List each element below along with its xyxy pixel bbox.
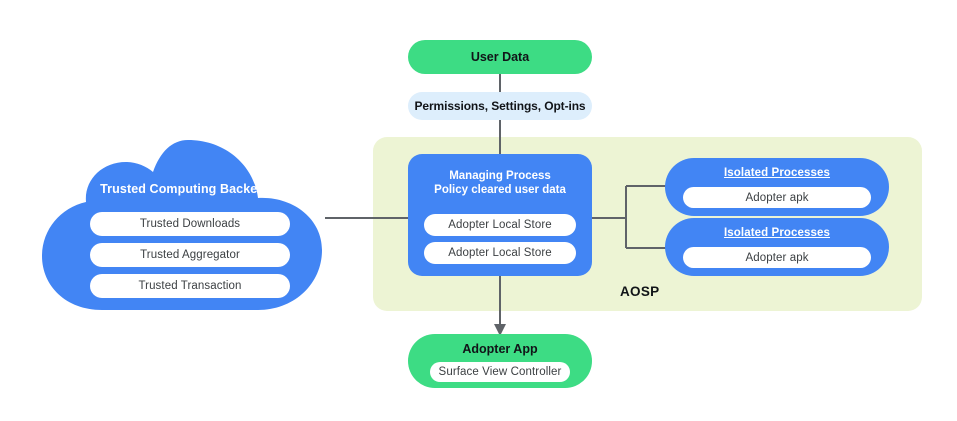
adopter-local-store-1[interactable]: Adopter Local Store: [424, 214, 576, 236]
adopter-local-store-label: Adopter Local Store: [448, 219, 552, 231]
adopter-apk-label: Adopter apk: [745, 191, 809, 204]
managing-process-title-line1: Managing Process: [449, 170, 551, 182]
adopter-apk-pill[interactable]: Adopter apk: [683, 247, 871, 268]
isolated-processes-title[interactable]: Isolated Processes: [724, 227, 830, 239]
cloud-item-label: Trusted Downloads: [139, 218, 241, 230]
cloud-item-trusted-transaction[interactable]: Trusted Transaction: [90, 274, 290, 298]
aosp-label: AOSP: [620, 284, 660, 299]
cloud-item-label: Trusted Aggregator: [140, 249, 240, 261]
user-data-node[interactable]: User Data: [408, 40, 592, 74]
permissions-settings-optins-node[interactable]: Permissions, Settings, Opt-ins: [408, 92, 592, 120]
adopter-local-store-2[interactable]: Adopter Local Store: [424, 242, 576, 264]
adopter-app-title: Adopter App: [462, 342, 538, 356]
managing-process-node[interactable]: Managing Process Policy cleared user dat…: [408, 154, 592, 276]
adopter-app-node[interactable]: Adopter App Surface View Controller: [408, 334, 592, 388]
permissions-label: Permissions, Settings, Opt-ins: [414, 99, 586, 113]
adopter-local-store-label: Adopter Local Store: [448, 247, 552, 259]
surface-view-controller-pill[interactable]: Surface View Controller: [430, 362, 570, 382]
cloud-item-trusted-aggregator[interactable]: Trusted Aggregator: [90, 243, 290, 267]
cloud-item-trusted-downloads[interactable]: Trusted Downloads: [90, 212, 290, 236]
managing-process-title-line2: Policy cleared user data: [434, 184, 566, 196]
cloud-title: Trusted Computing Backends: [100, 182, 280, 196]
surface-view-controller-label: Surface View Controller: [438, 366, 562, 378]
cloud-item-label: Trusted Transaction: [138, 280, 242, 292]
isolated-processes-title[interactable]: Isolated Processes: [724, 167, 830, 179]
trusted-computing-backends-cloud: Trusted Computing Backends Trusted Downl…: [40, 138, 340, 318]
isolated-processes-node-1[interactable]: Isolated Processes Adopter apk: [665, 158, 889, 216]
managing-process-title: Managing Process Policy cleared user dat…: [434, 169, 566, 197]
isolated-processes-node-2[interactable]: Isolated Processes Adopter apk: [665, 218, 889, 276]
adopter-apk-pill[interactable]: Adopter apk: [683, 187, 871, 208]
user-data-label: User Data: [470, 50, 530, 64]
adopter-apk-label: Adopter apk: [745, 251, 809, 264]
